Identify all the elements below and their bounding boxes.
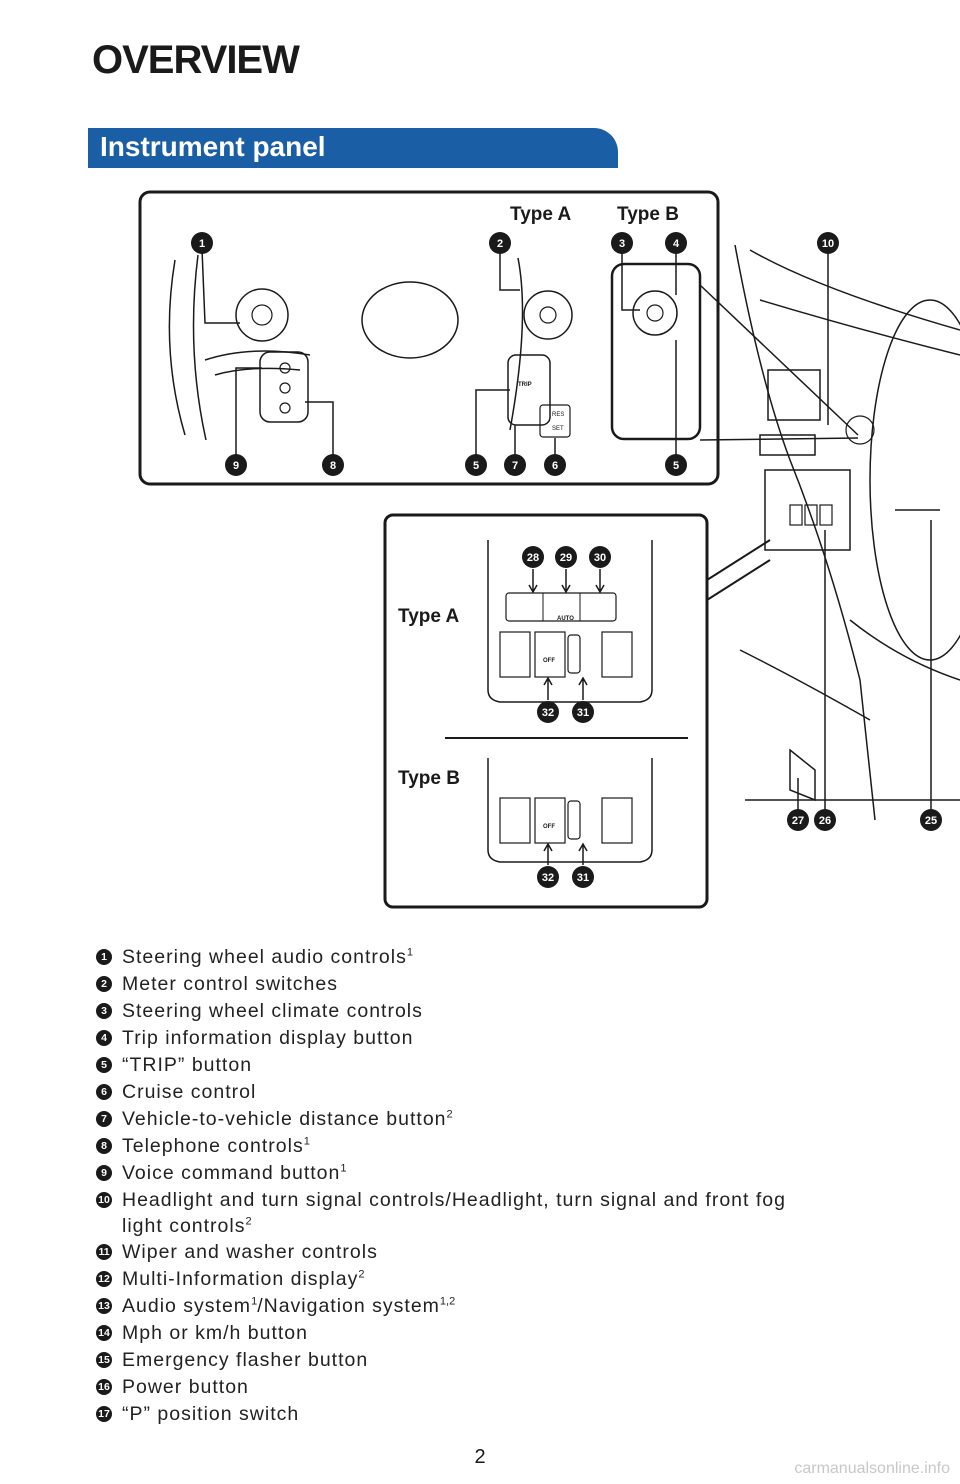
svg-text:5: 5 xyxy=(473,460,479,472)
svg-text:29: 29 xyxy=(560,552,572,564)
callout-7: 7 xyxy=(504,454,526,476)
callout-2: 2 xyxy=(489,232,511,254)
callout-29: 29 xyxy=(555,546,577,568)
section-banner: Instrument panel xyxy=(88,128,618,168)
callout-4: 4 xyxy=(665,232,687,254)
trip-label: TRIP xyxy=(518,382,532,388)
off-label-type-b: OFF xyxy=(543,824,555,830)
callout-31: 31 xyxy=(572,701,594,723)
svg-text:30: 30 xyxy=(594,552,606,564)
callout-25: 25 xyxy=(920,809,942,831)
watermark: carmanualsonline.info xyxy=(794,1460,950,1477)
svg-text:1: 1 xyxy=(199,238,205,250)
callout-3: 3 xyxy=(611,232,633,254)
set-label: SET xyxy=(552,426,564,432)
callout-9: 9 xyxy=(225,454,247,476)
callout-27: 27 xyxy=(787,809,809,831)
svg-text:31: 31 xyxy=(577,707,589,719)
section-title: Instrument panel xyxy=(100,131,326,162)
svg-text:9: 9 xyxy=(233,460,239,472)
callout-30: 30 xyxy=(589,546,611,568)
svg-text:6: 6 xyxy=(552,460,558,472)
mid-type-a-label: Type A xyxy=(398,606,460,627)
svg-text:2: 2 xyxy=(497,238,503,250)
callout-26: 26 xyxy=(814,809,836,831)
list-item: 17“P” position switch xyxy=(96,1401,916,1428)
callout-31-type-b: 31 xyxy=(572,866,594,888)
callout-8: 8 xyxy=(322,454,344,476)
svg-text:8: 8 xyxy=(330,460,336,472)
svg-text:31: 31 xyxy=(577,872,589,884)
off-label: OFF xyxy=(543,658,555,664)
svg-text:25: 25 xyxy=(925,815,937,827)
svg-text:28: 28 xyxy=(527,552,539,564)
auto-label: AUTO xyxy=(557,616,574,622)
dashboard-drawing xyxy=(699,244,960,821)
top-type-b-label: Type B xyxy=(617,204,679,225)
callout-10: 10 xyxy=(817,232,839,254)
list-item: 5“TRIP” button xyxy=(96,1052,916,1079)
page-number: 2 xyxy=(474,1446,486,1468)
callout-markers: 1 2 3 4 10 9 8 5 7 6 5 28 29 30 32 31 32… xyxy=(191,232,942,888)
callout-6: 6 xyxy=(544,454,566,476)
callout-32-type-b: 32 xyxy=(537,866,559,888)
instrument-panel-diagram: Type A Type B TRIP RES SET xyxy=(138,190,960,909)
callout-32: 32 xyxy=(537,701,559,723)
page-title: OVERVIEW xyxy=(92,38,300,82)
callout-5-type-b: 5 xyxy=(665,454,687,476)
callout-1: 1 xyxy=(191,232,213,254)
svg-text:3: 3 xyxy=(619,238,625,250)
svg-text:27: 27 xyxy=(792,815,804,827)
mid-type-b-label: Type B xyxy=(398,768,460,789)
svg-text:7: 7 xyxy=(512,460,518,472)
svg-text:32: 32 xyxy=(542,872,554,884)
svg-text:5: 5 xyxy=(673,460,679,472)
steering-wheel-inset xyxy=(138,190,720,486)
svg-text:10: 10 xyxy=(822,238,834,250)
res-label: RES xyxy=(552,412,564,418)
callout-28: 28 xyxy=(522,546,544,568)
callout-5: 5 xyxy=(465,454,487,476)
top-type-a-label: Type A xyxy=(510,204,572,225)
svg-text:26: 26 xyxy=(819,815,831,827)
svg-text:32: 32 xyxy=(542,707,554,719)
svg-text:4: 4 xyxy=(673,238,680,250)
